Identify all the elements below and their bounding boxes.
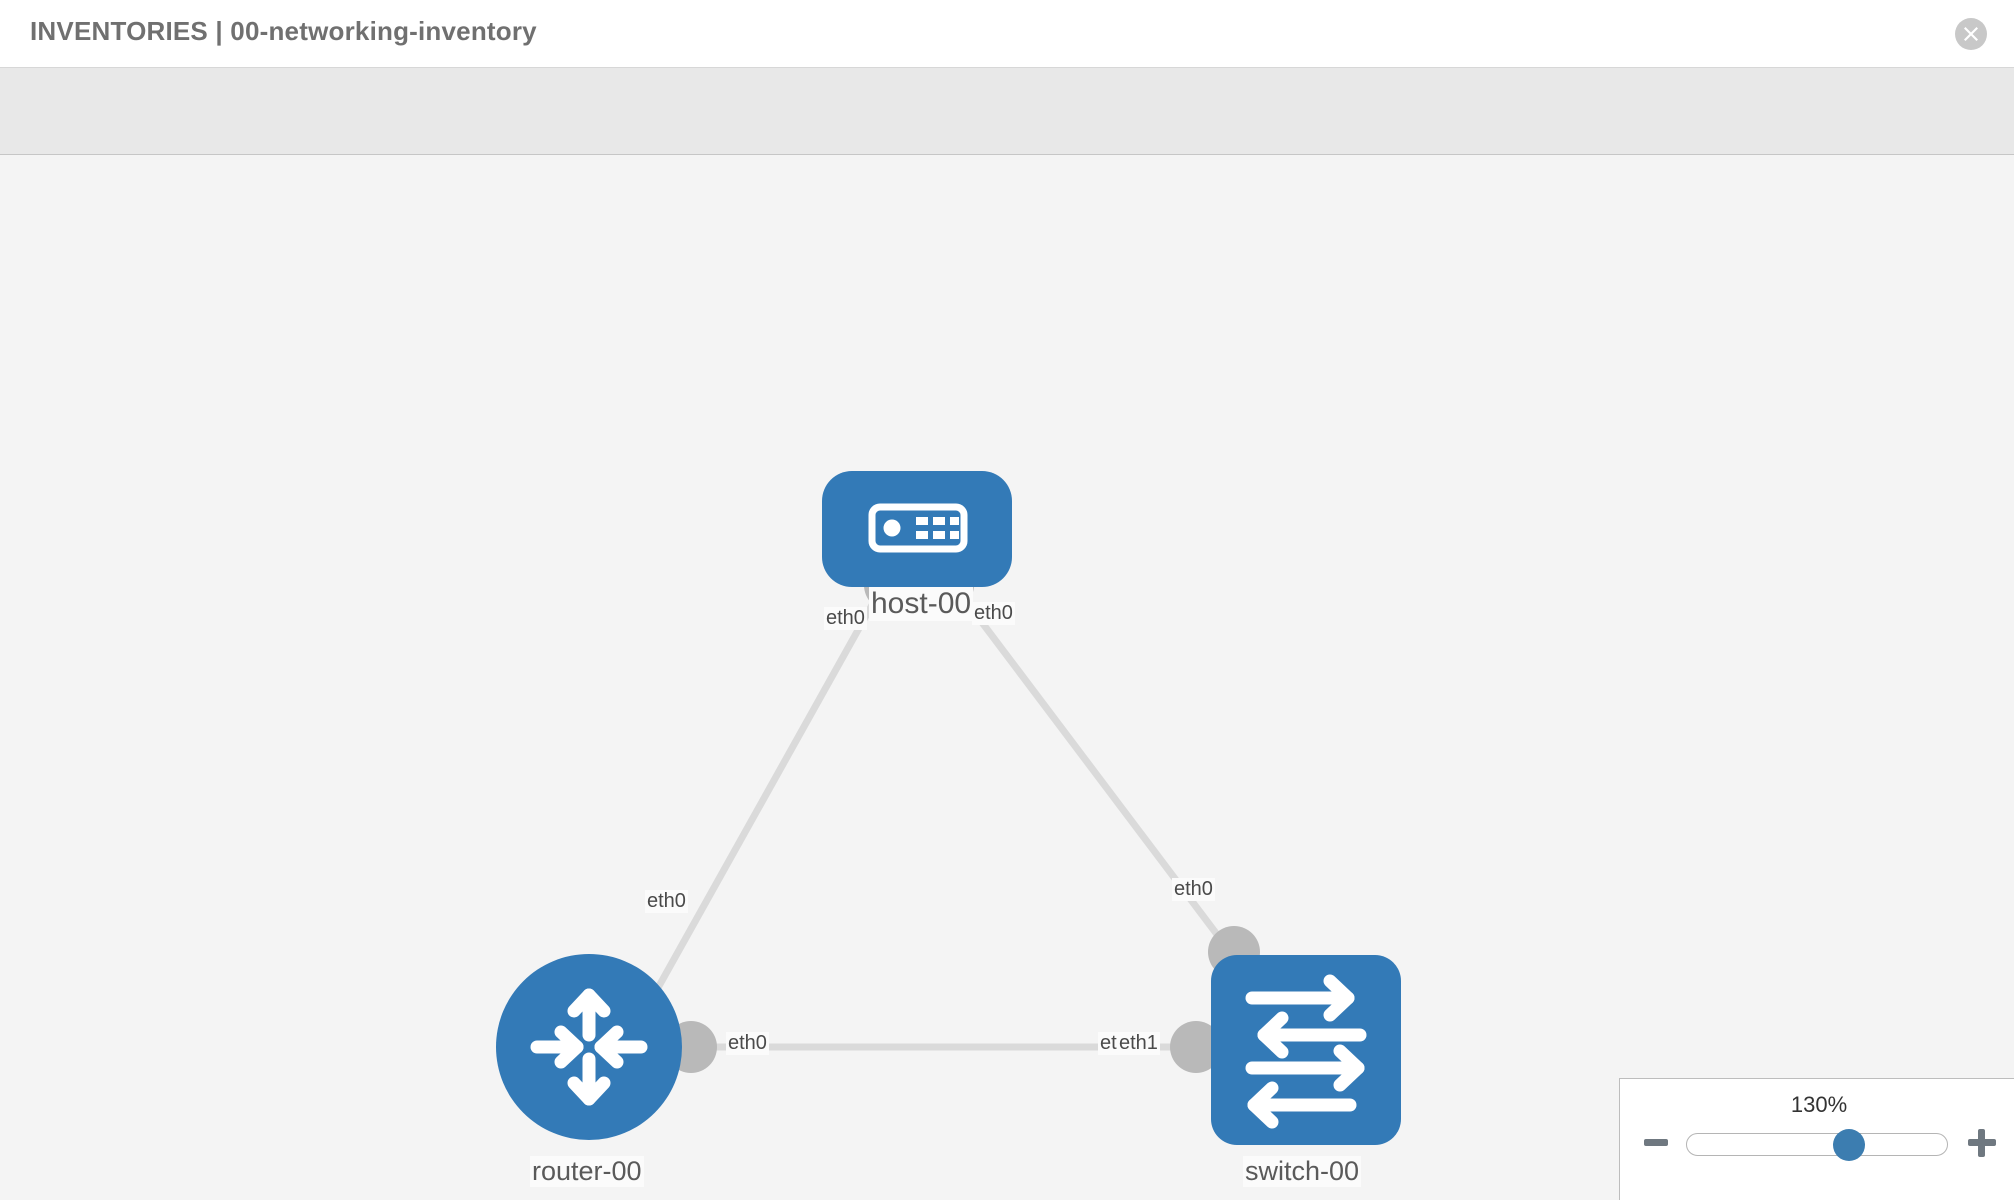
- topology-toolbar: ACTIONS SEARCH: [0, 68, 2014, 201]
- port-switch-left[interactable]: [1170, 1021, 1222, 1073]
- topology-canvas[interactable]: host-00 eth0 eth0 eth0 eth0 eth0 eth eth…: [0, 155, 2014, 1200]
- port-label-router-up: eth0: [645, 890, 688, 913]
- port-label-switch-left: eth1: [1117, 1032, 1160, 1055]
- node-router-00[interactable]: [496, 954, 682, 1140]
- node-switch-00[interactable]: [1211, 955, 1401, 1145]
- close-icon[interactable]: [1955, 18, 1987, 50]
- zoom-control-panel: 130%: [1619, 1078, 2014, 1200]
- node-label-router: router-00: [530, 1156, 644, 1187]
- port-label-router-right: eth0: [726, 1032, 769, 1055]
- port-label-switch-up: eth0: [1172, 878, 1215, 901]
- port-label-host-left: eth0: [824, 607, 867, 630]
- node-host-00[interactable]: [822, 471, 1012, 587]
- node-label-switch: switch-00: [1243, 1156, 1362, 1187]
- port-label-host-right: eth0: [972, 602, 1015, 625]
- zoom-level-label: 130%: [1790, 1092, 1848, 1117]
- zoom-slider-track[interactable]: [1686, 1129, 1948, 1161]
- page-title: INVENTORIES | 00-networking-inventory: [30, 16, 537, 46]
- zoom-slider-row: [1620, 1129, 2014, 1171]
- zoom-slider-thumb[interactable]: [1833, 1129, 1865, 1161]
- zoom-out-button[interactable]: [1644, 1139, 1668, 1146]
- link-host-router[interactable]: [636, 578, 890, 1022]
- node-label-host: host-00: [869, 587, 974, 621]
- page-header: INVENTORIES | 00-networking-inventory: [0, 0, 2014, 68]
- topology-graph: [496, 471, 1401, 1145]
- link-host-switch[interactable]: [947, 577, 1243, 968]
- zoom-in-button[interactable]: [1968, 1129, 1996, 1157]
